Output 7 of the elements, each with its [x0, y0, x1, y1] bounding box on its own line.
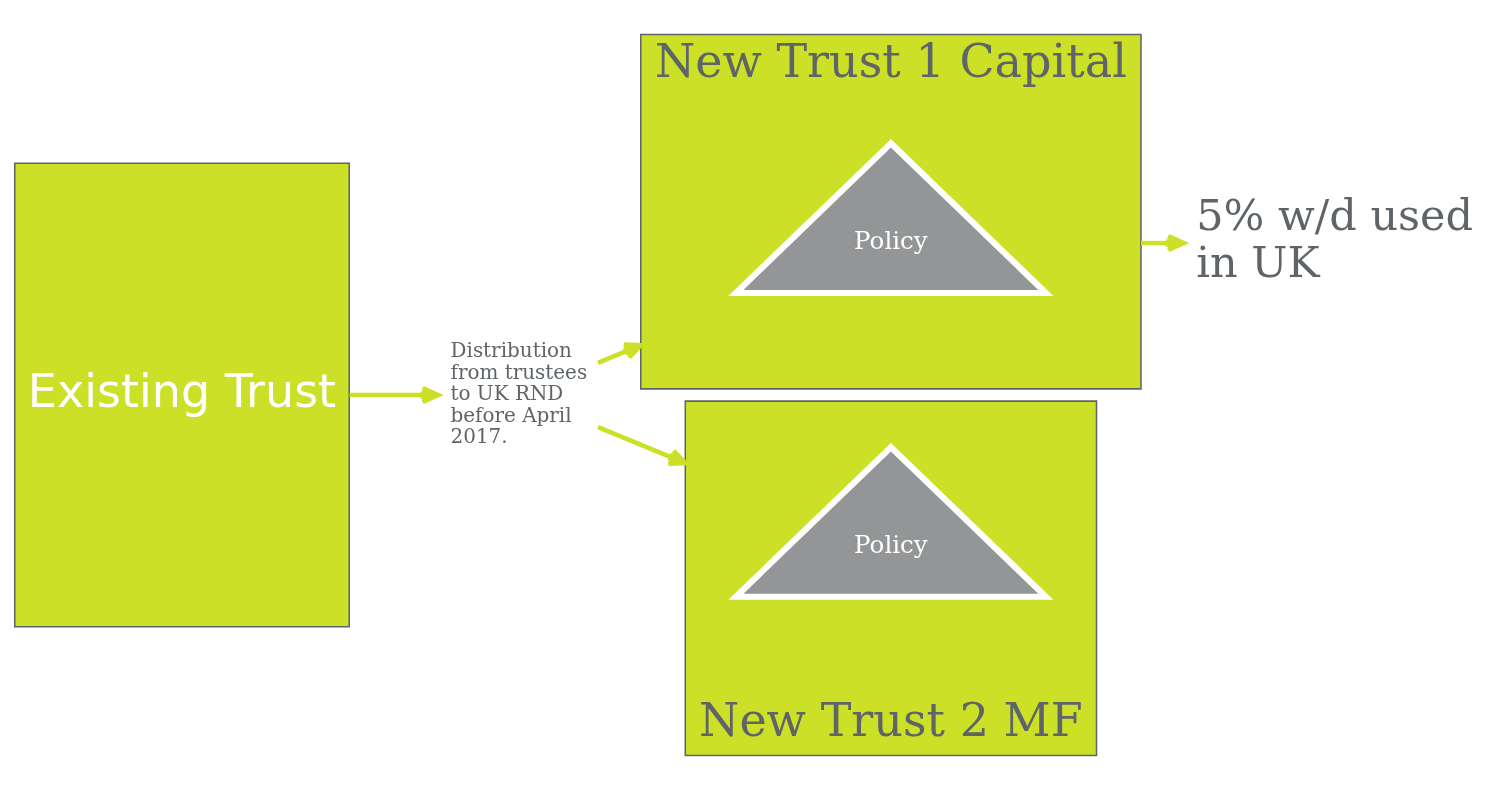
arrow — [597, 341, 644, 365]
arrow — [1141, 233, 1187, 252]
node-text: 5% w/d used in UK — [1196, 189, 1474, 287]
arrow — [349, 385, 441, 404]
node-text: Distribution from trustees to UK RND before April 2017. — [450, 337, 588, 448]
node-box: Existing Trust — [14, 162, 350, 627]
arrow — [597, 424, 688, 466]
